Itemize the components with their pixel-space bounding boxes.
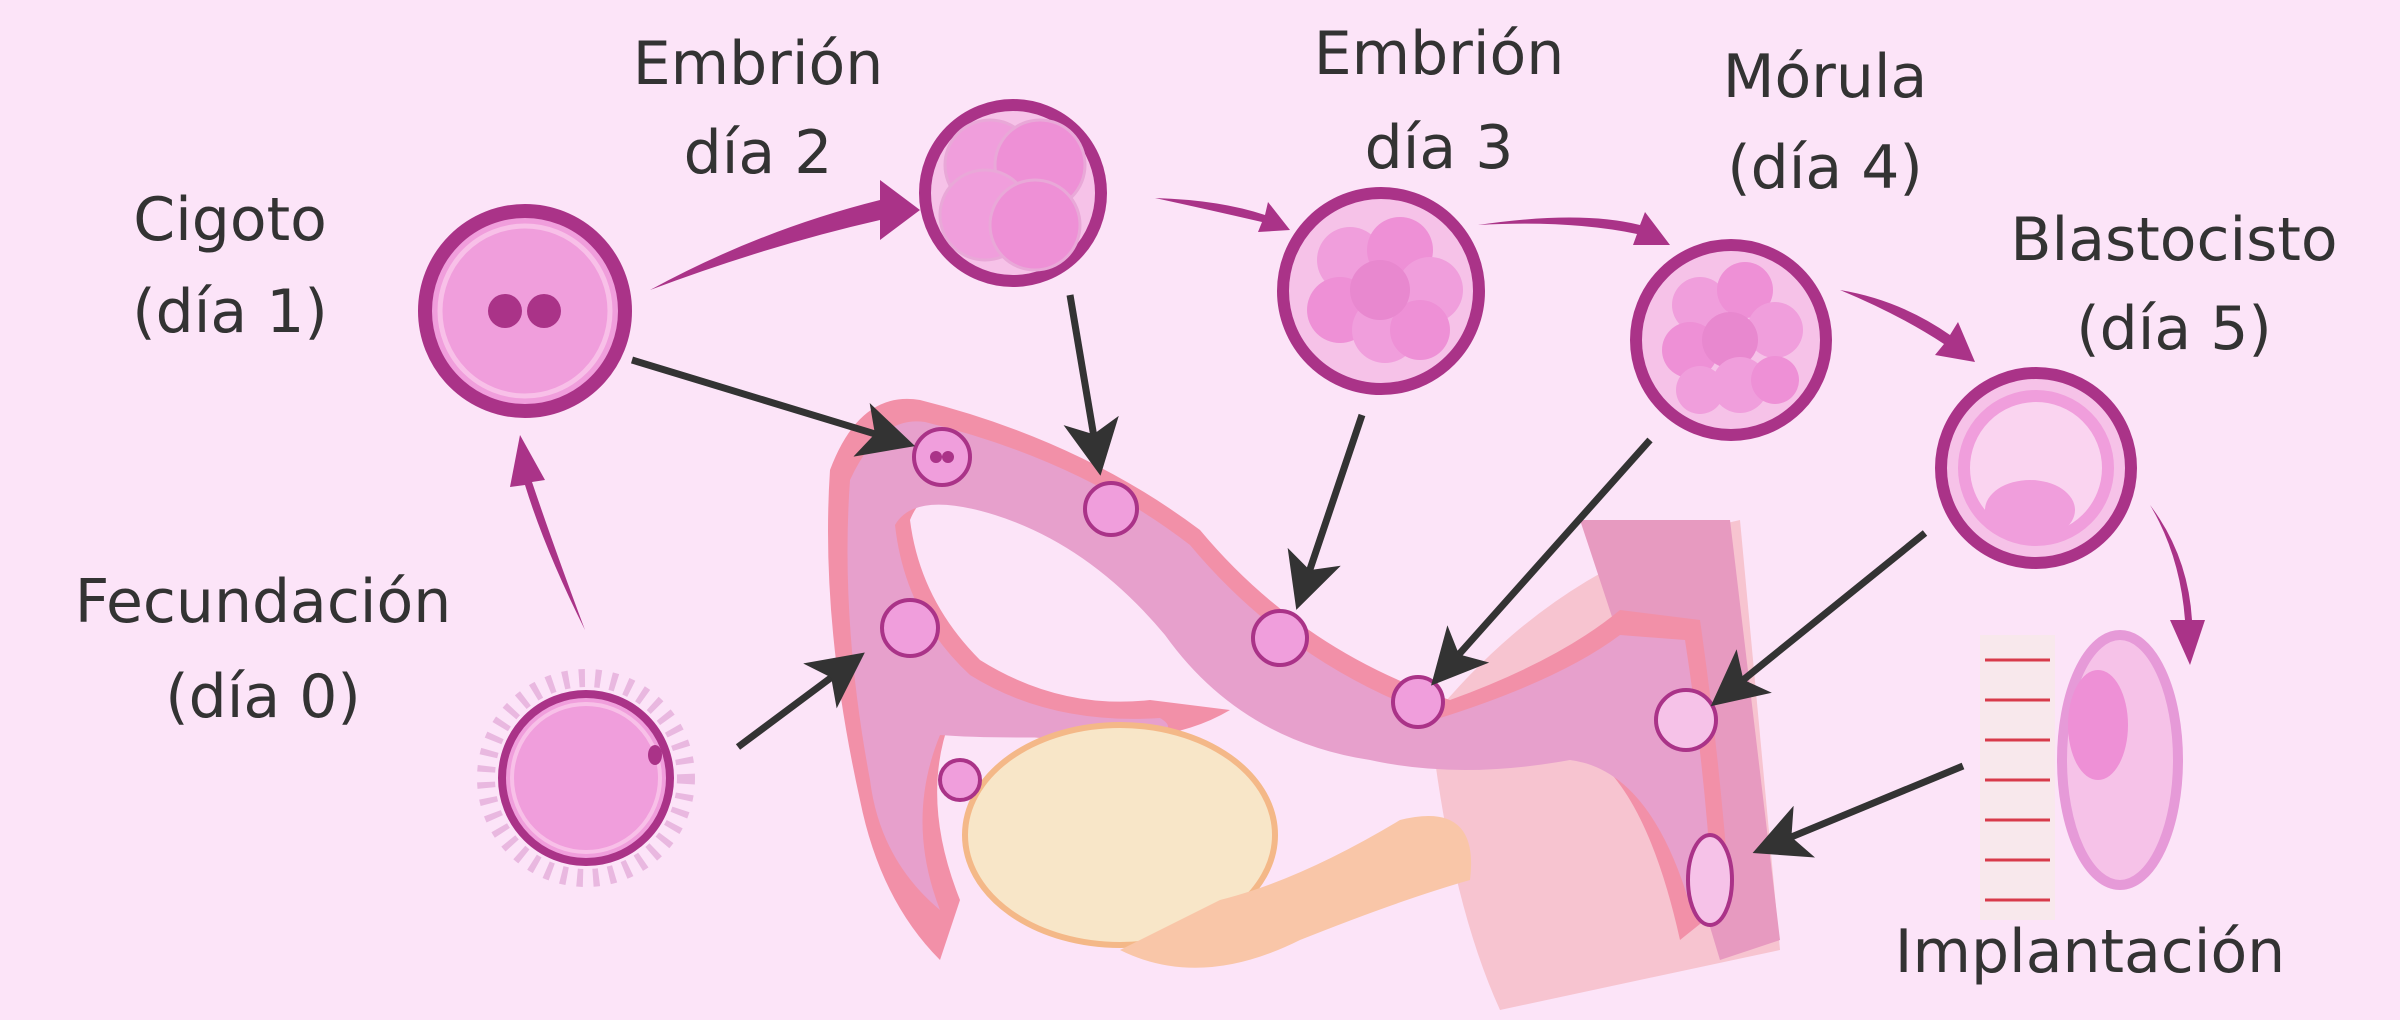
tube-fertilized-egg xyxy=(880,598,940,658)
pointer-morula xyxy=(1431,437,1653,686)
label-cigoto-day: (día 1) xyxy=(132,277,328,347)
morula-cell xyxy=(1630,239,1832,441)
embryo-day2-cell xyxy=(919,99,1107,287)
pointer-fertilization xyxy=(735,652,865,750)
pointer-arrows xyxy=(630,294,1965,858)
label-embryo-day2: Embrión xyxy=(633,29,884,99)
pointer-blastocyst xyxy=(1710,530,1928,707)
uterus-anatomy xyxy=(828,398,1780,1010)
label-embryo-day2-day: día 2 xyxy=(684,118,833,188)
label-embryo-day3-day: día 3 xyxy=(1365,113,1514,183)
arrow-day5-to-implantation xyxy=(2150,505,2205,665)
ovulated-egg xyxy=(938,758,982,802)
label-implantacion: Implantación xyxy=(1895,917,2285,987)
arrow-day1-to-day2 xyxy=(650,180,920,290)
fertilization-egg xyxy=(477,669,695,887)
pointer-day2 xyxy=(1063,294,1119,476)
implanted-embryo xyxy=(1686,833,1734,927)
label-morula: Mórula xyxy=(1723,42,1928,112)
endometrium-implantation xyxy=(1980,630,2183,920)
arrow-day0-to-day1 xyxy=(510,435,585,630)
label-fecundacion: Fecundación xyxy=(75,567,451,637)
label-fecundacion-day: (día 0) xyxy=(165,662,361,732)
pointer-day3 xyxy=(1287,413,1366,610)
arrow-day4-to-day5 xyxy=(1840,290,1975,362)
tube-embryos xyxy=(880,427,1734,927)
progression-arrows xyxy=(510,180,2205,665)
ovary xyxy=(962,722,1278,948)
tube-blastocyst xyxy=(1654,688,1718,752)
pointer-implantation xyxy=(1752,762,1965,858)
arrow-day2-to-day3 xyxy=(1155,198,1290,232)
label-blastocisto: Blastocisto xyxy=(2010,205,2337,275)
label-blastocisto-day: (día 5) xyxy=(2076,294,2272,364)
zygote-cell xyxy=(418,204,632,418)
embryo-day3-cell xyxy=(1277,187,1485,395)
arrow-day3-to-day4 xyxy=(1478,212,1670,245)
blastocyst-cell xyxy=(1935,367,2137,569)
pointer-zygote xyxy=(630,356,916,457)
label-cigoto: Cigoto xyxy=(133,185,327,255)
label-embryo-day3: Embrión xyxy=(1314,19,1565,89)
tube-morula xyxy=(1391,675,1445,729)
tube-embryo-day2 xyxy=(1083,481,1139,537)
tube-embryo-day3 xyxy=(1251,609,1309,667)
label-morula-day: (día 4) xyxy=(1727,133,1923,203)
